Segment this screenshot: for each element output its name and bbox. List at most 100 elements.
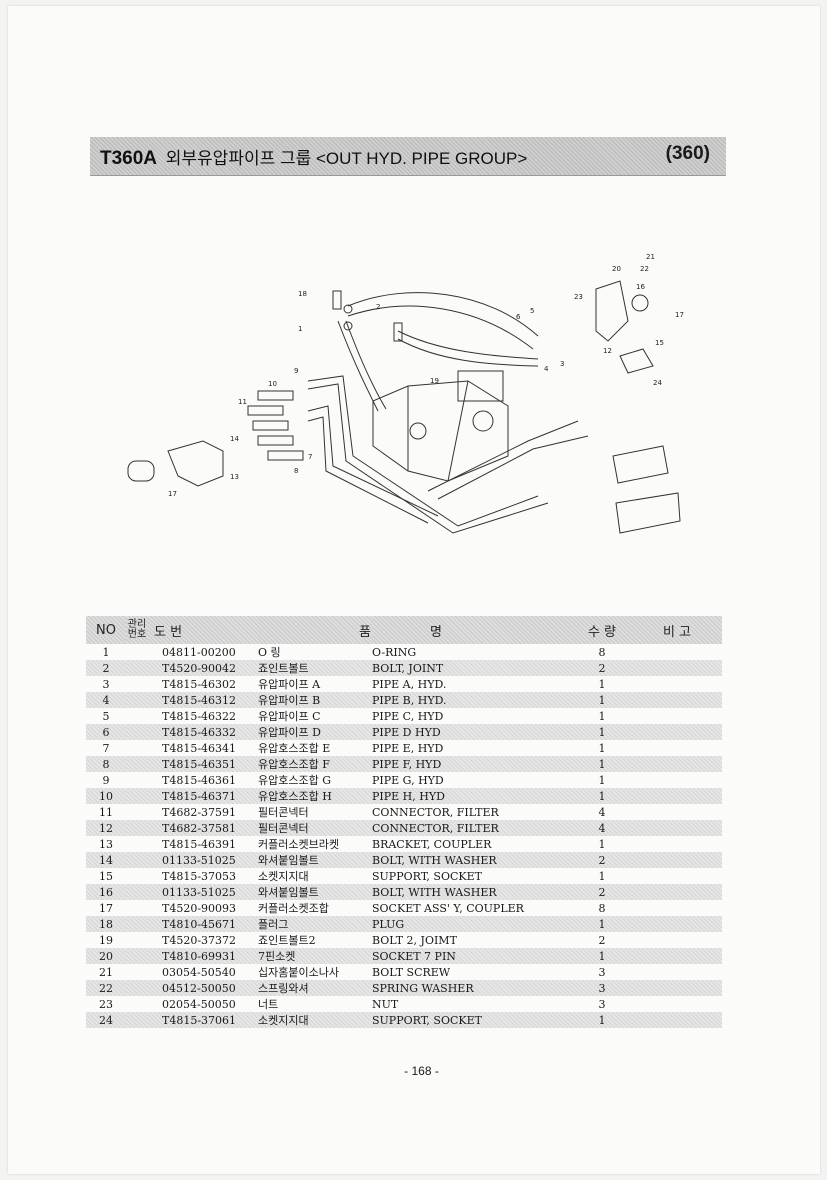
table-header-row: NO 관리 번호 도 번 품 명 수 량 비 고 bbox=[86, 616, 722, 644]
row-name-korean: 스프링와셔 bbox=[258, 980, 372, 996]
row-name-korean: 필터콘넥터 bbox=[258, 820, 372, 836]
row-part-number: T4815-46302 bbox=[162, 677, 237, 691]
row-no: 21 bbox=[99, 965, 113, 979]
page-number: - 168 - bbox=[404, 1064, 439, 1078]
row-part-number: T4815-37061 bbox=[148, 1012, 258, 1028]
row-no: 14 bbox=[86, 852, 126, 868]
row-quantity: 1 bbox=[572, 724, 632, 740]
row-remark bbox=[632, 772, 722, 788]
row-name-english: CONNECTOR, FILTER bbox=[372, 805, 499, 819]
row-mgmt bbox=[126, 900, 148, 916]
row-remark bbox=[632, 676, 722, 692]
row-no: 5 bbox=[102, 709, 110, 723]
row-no: 7 bbox=[102, 741, 110, 755]
row-quantity: 1 bbox=[598, 677, 606, 691]
row-remark bbox=[632, 900, 722, 916]
section-code: T360A bbox=[100, 148, 158, 169]
section-header: T360A 외부유압파이프 그룹 <OUT HYD. PIPE GROUP> (… bbox=[90, 137, 726, 176]
row-mgmt bbox=[126, 660, 148, 676]
row-mgmt bbox=[126, 644, 148, 660]
coupler bbox=[247, 405, 284, 416]
callout-label: 4 bbox=[544, 365, 549, 373]
row-remark bbox=[632, 852, 722, 868]
row-name-english: PIPE C, HYD bbox=[372, 709, 444, 723]
row-no: 9 bbox=[102, 773, 110, 787]
col-header-mgmt-bottom: 번호 bbox=[127, 629, 147, 640]
row-name-korean: 유압호스조합 G bbox=[258, 774, 332, 787]
row-remark bbox=[632, 1012, 722, 1028]
callout-label: 14 bbox=[230, 435, 239, 443]
row-name-english: SUPPORT, SOCKET bbox=[372, 869, 482, 883]
row-name-korean: 와셔붙임볼트 bbox=[258, 852, 372, 868]
row-quantity: 2 bbox=[598, 933, 606, 947]
valve-port bbox=[409, 422, 427, 440]
row-mgmt bbox=[126, 948, 148, 964]
col-header-mgmt-top: 관리 bbox=[127, 619, 147, 630]
callout-label: 15 bbox=[655, 339, 664, 347]
row-quantity: 2 bbox=[572, 884, 632, 900]
row-name-korean: 와셔붙임볼트 bbox=[258, 884, 372, 900]
row-quantity: 1 bbox=[572, 756, 632, 772]
row-part-number: T4815-46312 bbox=[148, 692, 258, 708]
row-no: 22 bbox=[86, 980, 126, 996]
coupler bbox=[252, 420, 289, 431]
row-name-korean: 죠인트볼트 bbox=[258, 660, 372, 676]
col-header-qty: 수 량 bbox=[572, 616, 632, 644]
row-name-english: BOLT, WITH WASHER bbox=[372, 884, 572, 900]
row-name-korean: 유압파이프 D bbox=[258, 724, 372, 740]
row-name-korean: 필터콘넥터 bbox=[258, 806, 309, 819]
callout-label: 1 bbox=[298, 325, 302, 333]
callout-label: 2 bbox=[376, 303, 380, 311]
callout-label: 16 bbox=[636, 283, 645, 291]
row-name-english: SPRING WASHER bbox=[372, 980, 572, 996]
row-mgmt bbox=[126, 708, 148, 724]
pipe-line bbox=[345, 320, 387, 410]
row-no: 20 bbox=[86, 948, 126, 964]
row-name-english: SOCKET ASS' Y, COUPLER bbox=[372, 901, 524, 915]
row-part-number: 03054-50540 bbox=[162, 965, 236, 979]
coupler bbox=[257, 390, 294, 401]
section-page-ref: (360) bbox=[665, 143, 710, 164]
row-quantity: 2 bbox=[572, 852, 632, 868]
row-no: 10 bbox=[86, 788, 126, 804]
pipe-line bbox=[397, 338, 539, 367]
callout-label: 22 bbox=[640, 265, 649, 273]
joint-bolt bbox=[393, 322, 403, 342]
row-quantity: 4 bbox=[572, 820, 632, 836]
row-part-number: T4682-37591 bbox=[162, 805, 237, 819]
pipe-line bbox=[437, 435, 589, 500]
row-no: 2 bbox=[86, 660, 126, 676]
pipe-line bbox=[347, 305, 534, 350]
row-mgmt bbox=[126, 1012, 148, 1028]
row-part-number: T4520-90093 bbox=[162, 901, 237, 915]
valve-block bbox=[372, 380, 509, 482]
row-part-number: T4810-45671 bbox=[148, 916, 258, 932]
row-remark bbox=[632, 868, 722, 884]
row-name-english: PIPE B, HYD. bbox=[372, 692, 572, 708]
callout-label: 5 bbox=[530, 307, 534, 315]
row-remark bbox=[632, 644, 722, 660]
row-name-english: BOLT 2, JOIMT bbox=[372, 933, 457, 947]
row-name-english: SOCKET 7 PIN bbox=[372, 948, 572, 964]
callout-label: 11 bbox=[238, 398, 247, 406]
pipe-line bbox=[397, 330, 539, 360]
socket-plate bbox=[619, 348, 654, 374]
row-name-english: PLUG bbox=[372, 916, 572, 932]
row-no: 18 bbox=[86, 916, 126, 932]
row-quantity: 1 bbox=[572, 788, 632, 804]
row-name-korean: 유압호스조합 H bbox=[258, 788, 372, 804]
valve-port bbox=[472, 410, 494, 432]
row-name-english: CONNECTOR, FILTER bbox=[372, 820, 572, 836]
row-remark bbox=[632, 964, 722, 980]
row-mgmt bbox=[126, 916, 148, 932]
row-remark bbox=[632, 692, 722, 708]
row-mgmt bbox=[126, 788, 148, 804]
